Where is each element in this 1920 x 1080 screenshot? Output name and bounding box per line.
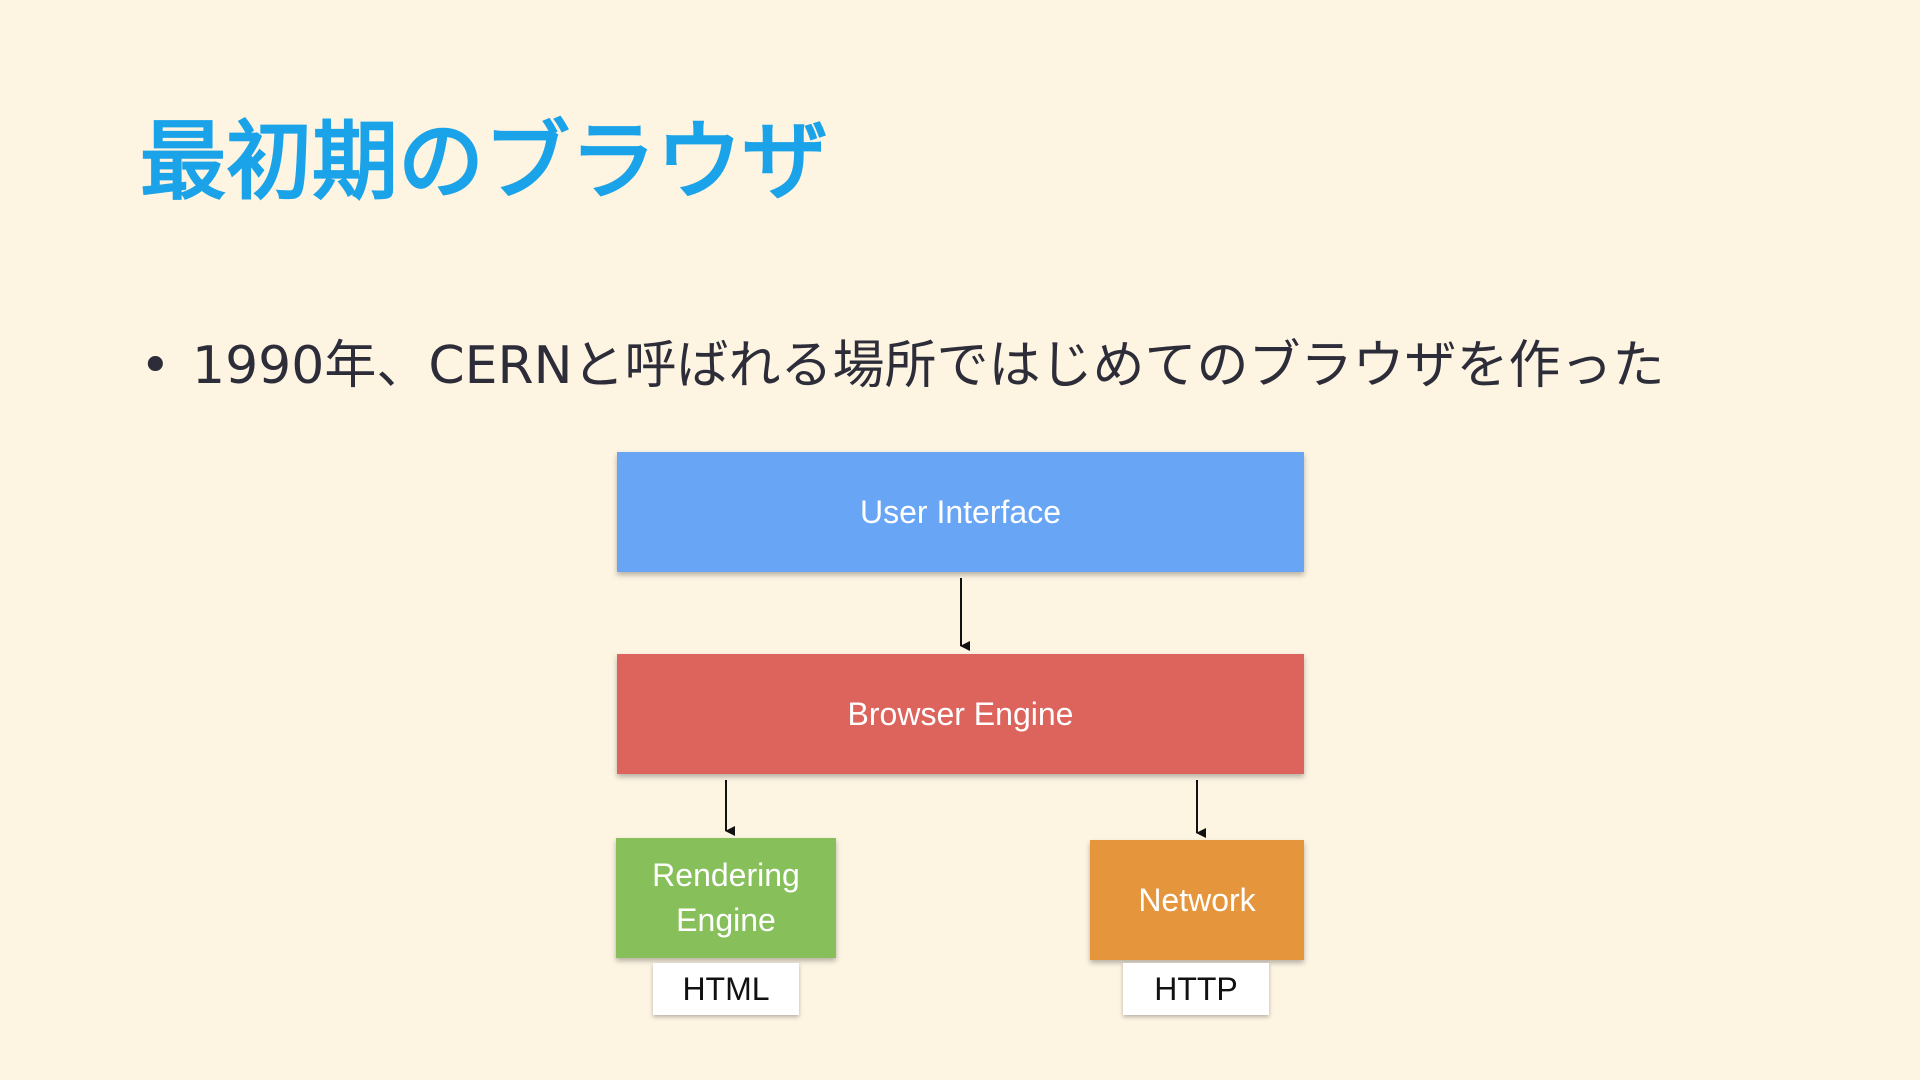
html-label-box: HTML [653, 963, 799, 1015]
network-label: Network [1138, 881, 1256, 918]
bullet-marker: • [140, 336, 171, 396]
network-node: Network [1090, 840, 1304, 960]
slide-title: 最初期のブラウザ [140, 112, 828, 212]
http-label-box: HTTP [1123, 963, 1269, 1015]
browser-engine-label: Browser Engine [847, 695, 1074, 732]
user-interface-label: User Interface [860, 493, 1061, 530]
html-label: HTML [682, 970, 770, 1007]
bullet-item: • 1990年、CERNと呼ばれる場所ではじめてのブラウザを作った [140, 335, 1665, 397]
rendering-engine-node: Rendering Engine [616, 838, 836, 958]
browser-engine-node: Browser Engine [617, 654, 1304, 774]
rendering-engine-label: Rendering Engine [652, 857, 800, 938]
user-interface-node: User Interface [617, 452, 1304, 572]
http-label: HTTP [1154, 970, 1238, 1007]
bullet-text: 1990年、CERNと呼ばれる場所ではじめてのブラウザを作った [192, 336, 1665, 396]
